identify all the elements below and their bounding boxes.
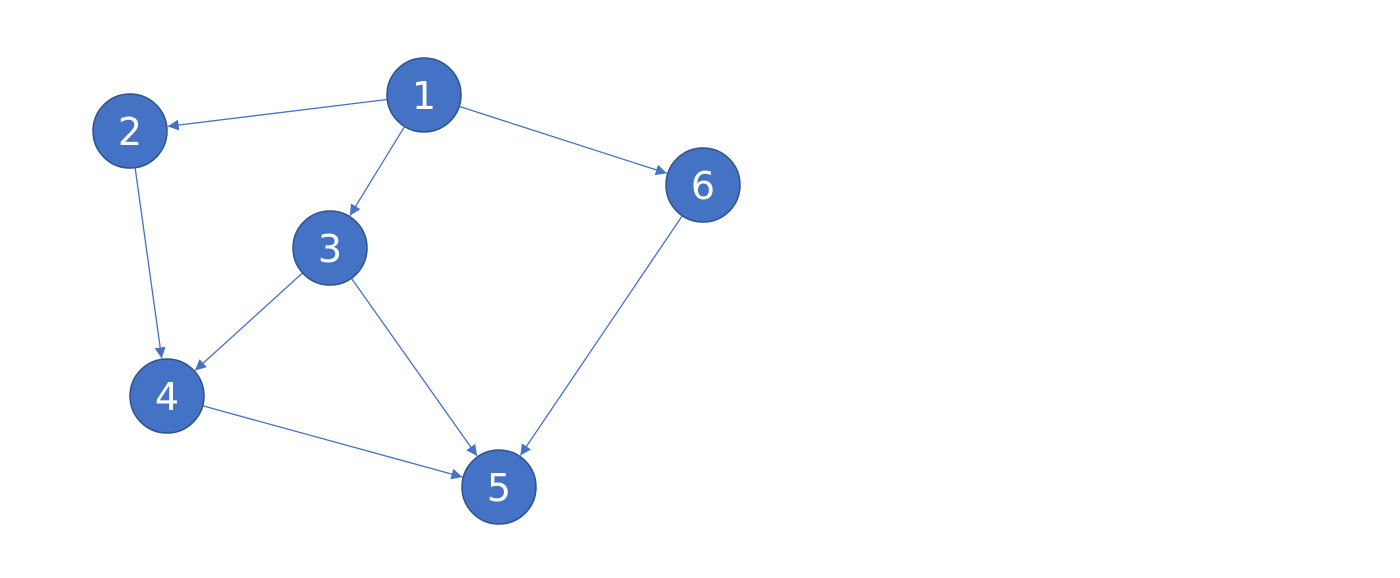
node-circle bbox=[129, 358, 205, 434]
node-circle bbox=[92, 93, 168, 169]
edges-layer bbox=[134, 98, 683, 480]
edge-2-to-4 bbox=[134, 167, 166, 359]
node-label: 1 bbox=[412, 74, 436, 118]
edge-1-to-3 bbox=[349, 126, 406, 216]
edge-6-to-5 bbox=[519, 215, 683, 456]
edge-3-to-5 bbox=[350, 277, 478, 457]
node-circle bbox=[292, 210, 368, 286]
node-4: 4 bbox=[129, 358, 205, 434]
edge-1-to-6 bbox=[459, 105, 667, 176]
node-label: 6 bbox=[691, 164, 715, 208]
node-label: 4 bbox=[155, 375, 179, 419]
node-2: 2 bbox=[92, 93, 168, 169]
node-3: 3 bbox=[292, 210, 368, 286]
node-circle bbox=[461, 449, 537, 525]
node-label: 2 bbox=[118, 110, 142, 154]
node-circle bbox=[665, 147, 741, 223]
node-5: 5 bbox=[461, 449, 537, 525]
edge-3-to-4 bbox=[194, 272, 304, 371]
node-circle bbox=[386, 57, 462, 133]
nodes-layer: 1 2 3 4 5 6 bbox=[92, 57, 741, 525]
edge-4-to-5 bbox=[202, 405, 463, 480]
node-label: 5 bbox=[487, 466, 511, 510]
node-1: 1 bbox=[386, 57, 462, 133]
edge-1-to-2 bbox=[167, 98, 388, 131]
node-label: 3 bbox=[318, 227, 342, 271]
node-6: 6 bbox=[665, 147, 741, 223]
